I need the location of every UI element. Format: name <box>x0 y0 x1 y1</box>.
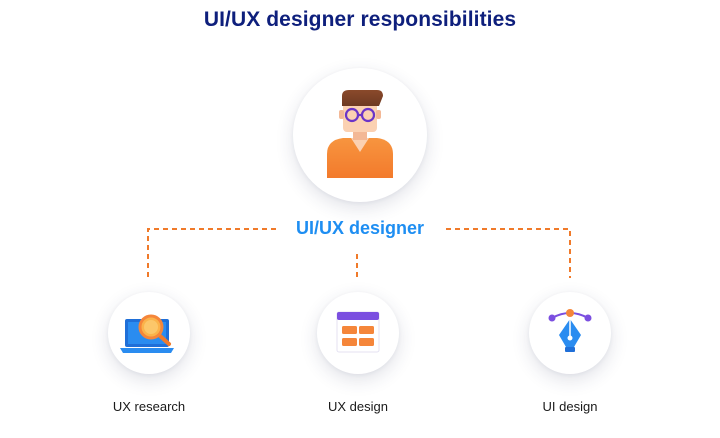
pen-tool-vector-icon <box>548 309 592 352</box>
connector-right <box>446 228 571 278</box>
ui-design-label: UI design <box>542 399 598 414</box>
center-label: UI/UX designer <box>295 218 425 238</box>
ux-research-node <box>108 292 190 374</box>
laptop-magnifier-icon <box>120 314 174 353</box>
ux-research-label: UX research <box>112 399 186 414</box>
wireframe-layout-icon <box>336 311 380 353</box>
ux-design-label: UX design <box>328 399 388 414</box>
ui-design-node <box>529 292 611 374</box>
designer-avatar-icon <box>327 90 393 178</box>
ux-design-node <box>317 292 399 374</box>
diagram-title: UI/UX designer responsibilities <box>203 8 517 31</box>
designer-node <box>293 68 427 202</box>
connector-left <box>147 228 276 278</box>
